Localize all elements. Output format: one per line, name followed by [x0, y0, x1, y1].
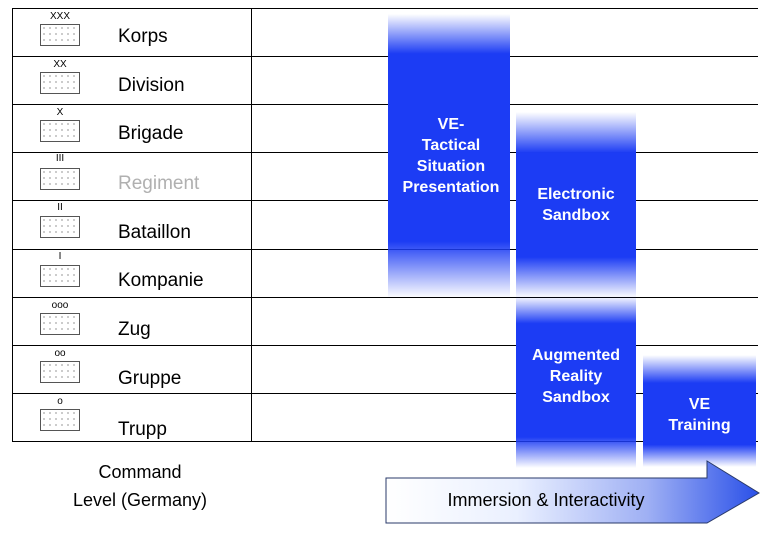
unit-frame-icon: [40, 168, 80, 190]
bar-label: Electronic Sandbox: [537, 186, 615, 224]
level-label: Kompanie: [118, 270, 204, 291]
level-label: Regiment: [118, 173, 200, 194]
level-label: Bataillon: [118, 222, 191, 243]
unit-size-symbol: o: [57, 396, 63, 407]
arrow-label: Immersion & Interactivity: [447, 490, 645, 510]
grid-line: [12, 200, 758, 201]
level-label: Zug: [118, 319, 151, 340]
bar-augmented-reality-sandbox: Augmented Reality Sandbox: [516, 296, 636, 468]
unit-size-symbol: oo: [54, 348, 66, 359]
bar-ve-tactical-situation-presentation: VE- Tactical Situation Presentation: [388, 14, 510, 298]
unit-frame-icon: [40, 216, 80, 238]
grid-line: [12, 8, 13, 442]
bar-label: Augmented Reality Sandbox: [532, 346, 620, 406]
bar-label: VE Training: [668, 396, 731, 434]
grid-line: [12, 8, 758, 9]
grid-line: [12, 393, 758, 394]
immersion-arrow-icon: [385, 460, 760, 524]
level-label: Division: [118, 75, 185, 96]
command-level-caption: Command Level (Germany): [72, 462, 208, 510]
level-label: Gruppe: [118, 368, 182, 389]
unit-frame-icon: [40, 72, 80, 94]
bar-label: VE- Tactical Situation Presentation: [402, 116, 500, 196]
bar-ve-training: VE Training: [643, 355, 756, 467]
unit-frame-icon: [40, 120, 80, 142]
unit-frame-icon: [40, 361, 80, 383]
unit-frame-icon: [40, 313, 80, 335]
level-label: Brigade: [118, 123, 184, 144]
grid-line: [12, 297, 758, 298]
grid-line: [12, 249, 758, 250]
grid-line: [12, 104, 758, 105]
unit-size-symbol: ooo: [51, 300, 69, 311]
level-label: Korps: [118, 26, 168, 47]
grid-line: [12, 441, 758, 442]
grid-line: [12, 345, 758, 346]
grid-line: [12, 152, 758, 153]
unit-size-symbol: I: [58, 251, 62, 262]
unit-frame-icon: [40, 24, 80, 46]
unit-frame-icon: [40, 265, 80, 287]
grid-line: [12, 56, 758, 57]
level-label: Trupp: [118, 419, 167, 440]
command-level-grid: XXX Korps XX Division X Brigade III Regi…: [12, 8, 758, 442]
unit-size-symbol: II: [57, 202, 63, 213]
unit-size-symbol: XXX: [49, 11, 70, 22]
bar-electronic-sandbox: Electronic Sandbox: [516, 112, 636, 298]
unit-size-symbol: XX: [53, 59, 67, 70]
unit-frame-icon: [40, 409, 80, 431]
grid-line: [251, 8, 252, 442]
unit-size-symbol: III: [55, 153, 65, 164]
unit-size-symbol: X: [56, 107, 64, 118]
